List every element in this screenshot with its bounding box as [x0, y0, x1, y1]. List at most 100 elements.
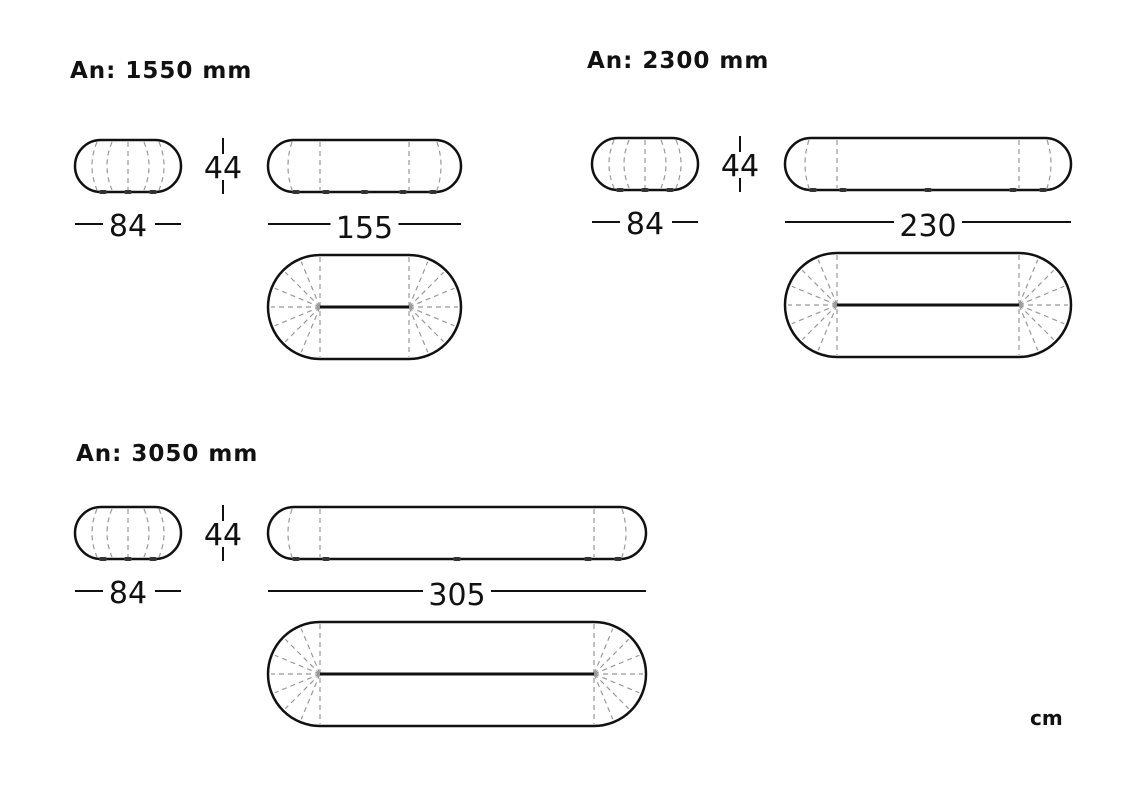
front-view-seam: [158, 508, 165, 558]
foot: [429, 190, 437, 194]
top-view-ray: [801, 304, 838, 341]
top-view-ray: [1018, 304, 1055, 341]
front-view-seam: [675, 139, 682, 189]
front-view-seam: [608, 139, 615, 189]
top-view-ray: [408, 306, 455, 327]
top-view-ray: [791, 304, 838, 325]
foot: [99, 557, 107, 561]
top-view-ray: [408, 271, 445, 308]
top-view-ray: [408, 306, 445, 343]
top-view-ray: [300, 306, 321, 353]
foot: [149, 190, 157, 194]
top-view-ray: [1018, 269, 1055, 306]
set-3: An: 3050 mm 84 44 305: [73, 441, 648, 728]
side-view-seam: [287, 508, 293, 558]
top-view-ray: [284, 306, 321, 343]
top-view-ray: [1018, 259, 1039, 306]
foot: [360, 190, 369, 194]
top-view-ray: [593, 638, 630, 675]
foot: [292, 557, 300, 561]
top-view-ray: [300, 673, 321, 720]
foot: [809, 188, 817, 192]
top-view-ray: [593, 654, 640, 675]
side-view-seam: [436, 141, 442, 191]
set-title: An: 2300 mm: [587, 48, 769, 74]
top-view-ray: [274, 306, 321, 327]
top-view-ray: [284, 271, 321, 308]
foot: [124, 190, 132, 194]
front-view-outline: [73, 505, 183, 561]
top-view-ray: [1018, 285, 1065, 306]
foot: [292, 190, 300, 194]
top-view-ray: [593, 628, 614, 675]
top-view-ray: [791, 285, 838, 306]
front-view-seam: [106, 141, 113, 191]
foot: [399, 190, 407, 194]
top-view-ray: [593, 673, 614, 720]
top-view-ray: [274, 673, 321, 694]
foot: [99, 190, 107, 194]
set-2: An: 2300 mm 84 44 230: [587, 48, 1073, 359]
front-view-seam: [623, 139, 630, 189]
side-view-seam: [287, 141, 293, 191]
top-view-ray: [408, 306, 429, 353]
top-view-ray: [593, 673, 630, 710]
top-view-ray: [1018, 304, 1065, 325]
side-view-outline: [266, 505, 648, 561]
top-view-ray: [817, 304, 838, 351]
top-view-ray: [593, 673, 640, 694]
side-view-seam: [804, 139, 810, 189]
depth-label: 84: [626, 207, 664, 242]
top-view-ray: [284, 638, 321, 675]
front-view-seam: [158, 141, 165, 191]
height-label: 44: [204, 518, 242, 553]
height-label: 44: [721, 149, 759, 184]
front-view-outline: [73, 138, 183, 194]
front-view-seam: [106, 508, 113, 558]
front-view-seam: [143, 141, 150, 191]
foot: [149, 557, 157, 561]
set-title: An: 1550 mm: [70, 58, 252, 84]
foot: [322, 190, 330, 194]
front-view-seam: [91, 141, 98, 191]
side-view-seam: [1046, 139, 1052, 189]
depth-label: 84: [109, 576, 147, 611]
foot: [1009, 188, 1017, 192]
side-view-outline: [266, 138, 463, 194]
top-view-ray: [300, 628, 321, 675]
set-title: An: 3050 mm: [76, 441, 258, 467]
foot: [641, 188, 649, 192]
foot: [839, 188, 847, 192]
top-view-ray: [1018, 304, 1039, 351]
unit-label: cm: [1030, 706, 1063, 730]
foot: [1039, 188, 1047, 192]
top-view-ray: [274, 654, 321, 675]
top-view-ray: [817, 259, 838, 306]
top-view-ray: [408, 287, 455, 308]
height-label: 44: [204, 151, 242, 186]
length-label: 305: [428, 578, 485, 613]
foot: [666, 188, 674, 192]
top-view-ray: [408, 261, 429, 308]
front-view-seam: [143, 508, 150, 558]
length-label: 230: [899, 209, 956, 244]
front-view-seam: [91, 508, 98, 558]
foot: [124, 557, 132, 561]
foot: [614, 557, 622, 561]
depth-label: 84: [109, 209, 147, 244]
foot: [924, 188, 932, 192]
front-view-outline: [590, 136, 700, 192]
foot: [616, 188, 624, 192]
top-view-ray: [284, 673, 321, 710]
top-view-ray: [274, 287, 321, 308]
top-view-ray: [801, 269, 838, 306]
side-view-seam: [621, 508, 627, 558]
length-label: 155: [336, 211, 393, 246]
set-1: An: 1550 mm 84 44 155: [70, 58, 463, 361]
front-view-seam: [660, 139, 667, 189]
side-view-outline: [783, 136, 1073, 192]
foot: [322, 557, 330, 561]
top-view-ray: [300, 261, 321, 308]
foot: [584, 557, 592, 561]
